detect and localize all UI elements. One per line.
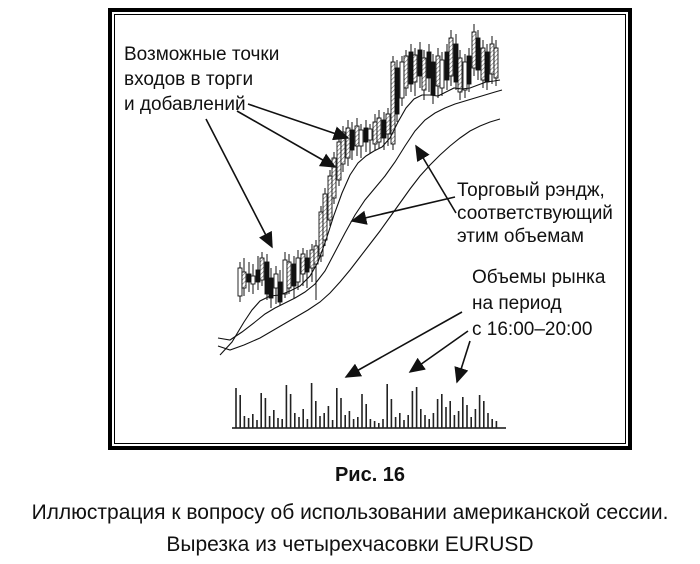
figure-number: Рис. 16 <box>334 464 406 486</box>
annotation-text-line: соответствующий <box>457 203 613 224</box>
annotation-text-line: Объемы рынка <box>472 267 606 288</box>
annotation-text-line: на период <box>472 293 562 314</box>
annotation-text-line: Возможные точки <box>124 44 280 65</box>
figure-caption-line2: Вырезка из четырехчасовки EURUSD <box>166 533 534 556</box>
annotation-text-line: входов в торги <box>124 69 254 90</box>
annotation-text-line: с 16:00–20:00 <box>472 319 593 340</box>
annotation-volumes: Объемы рынка на период с 16:00–20:00 <box>472 265 605 343</box>
annotation-text-line: Торговый рэндж, <box>457 180 605 201</box>
figure-caption-line1: Иллюстрация к вопросу об использовании а… <box>31 501 669 524</box>
annotation-text-line: этим объемам <box>457 226 584 247</box>
annotation-text-line: и добавлений <box>124 94 246 115</box>
annotation-entry-points: Возможные точки входов в торги и добавле… <box>124 42 279 117</box>
figure-frame-inner-border <box>114 14 626 444</box>
annotation-trading-range: Торговый рэндж, соответствующий этим объ… <box>457 179 613 248</box>
